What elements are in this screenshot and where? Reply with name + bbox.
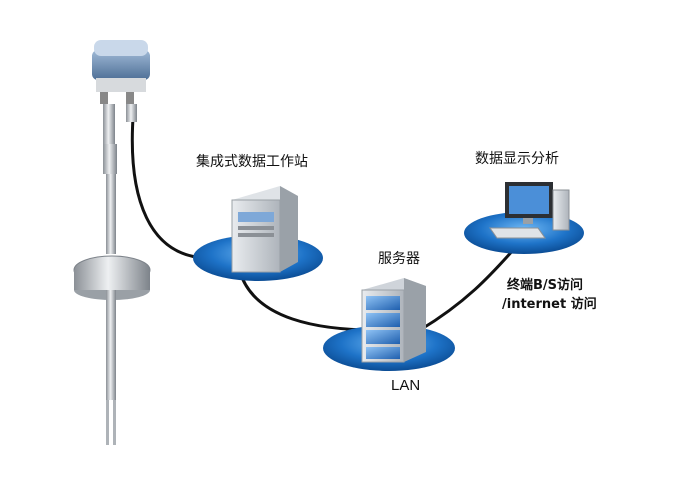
server-label: 服务器 (378, 251, 420, 267)
access-label-line2: /internet 访问 (502, 297, 597, 312)
desktop-computer-icon (489, 182, 570, 239)
cable-server-to-computer (419, 246, 517, 332)
sensor-probe-icon (73, 40, 151, 445)
workstation-tower-icon (231, 186, 298, 273)
workstation-label: 集成式数据工作站 (196, 154, 308, 170)
access-label-line1: 终端B/S访问 (507, 278, 584, 293)
server-rack-icon (361, 278, 426, 363)
lan-label: LAN (391, 377, 421, 394)
analysis-label: 数据显示分析 (475, 151, 559, 167)
cable-sensor-to-workstation (130, 117, 206, 260)
